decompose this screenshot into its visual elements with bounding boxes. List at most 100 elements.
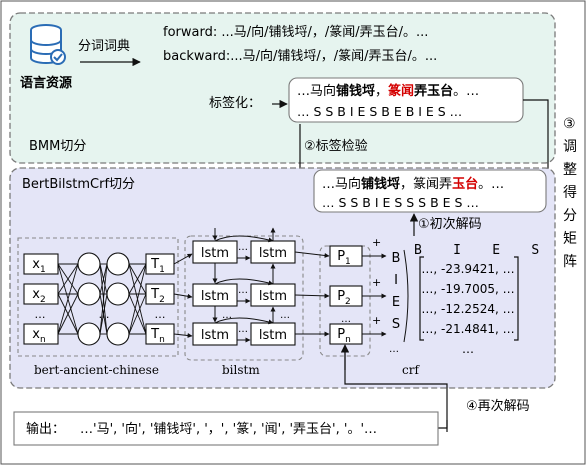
prob-label-sub: 1	[345, 257, 351, 267]
bert-edge	[99, 293, 108, 335]
plus-sign: +	[372, 314, 381, 327]
input-token-label: xn	[32, 327, 45, 345]
lstm-skip-arrow	[214, 317, 274, 325]
prob-label: P1	[337, 249, 351, 267]
lstm-dots: …	[280, 310, 290, 321]
tag-label: 标签化：	[209, 95, 261, 111]
step3-char: 分	[563, 208, 577, 224]
input-token-label-base: x	[32, 257, 40, 272]
matrix-row: …	[462, 342, 474, 356]
matrix-header: B I E S	[414, 243, 539, 258]
prob-label: P2	[337, 289, 351, 307]
lstm-backward-label: lstm	[259, 246, 287, 261]
prob-input-arrow	[294, 251, 330, 258]
lstm-input-arrow	[173, 333, 193, 338]
tag-column-letter: I	[394, 273, 398, 288]
prob-label-base: P	[337, 327, 345, 342]
input-token-label: x2	[32, 287, 45, 305]
lstm-dots: …	[238, 242, 248, 253]
rich-text-part: 篆闻	[388, 83, 414, 99]
lstm-forward-label: lstm	[201, 289, 229, 304]
lstm-dots: …	[238, 324, 248, 335]
step3-char: 矩	[563, 231, 577, 247]
matrix-rows: …, -23.9421, ……, -19.7005, ……, -12.2524,…	[421, 262, 514, 356]
bert-edge	[99, 263, 108, 335]
bert-dots: …	[35, 308, 46, 321]
lstm-skip-arrow	[214, 278, 274, 286]
bert-edge	[128, 293, 147, 335]
prob-label-base: P	[337, 289, 345, 304]
rich-text-part: ，篆闻	[400, 176, 439, 192]
input-token-label-sub: n	[40, 335, 46, 345]
matrix-row: …, -23.9421, …	[421, 262, 514, 276]
rich-text-part: 弄玉台	[413, 83, 453, 99]
tag-column-letter: E	[392, 295, 400, 310]
step3-char: 调	[563, 139, 577, 155]
dict-label: 分词词典	[78, 39, 130, 54]
bert-node	[106, 252, 130, 276]
step4-label: ④再次解码	[466, 398, 530, 414]
lstm-dots: …	[222, 310, 232, 321]
tag-column-letter: B	[392, 251, 401, 266]
bert-edge	[57, 263, 79, 335]
step3-char: 阵	[563, 254, 577, 270]
prob-label: Pn	[337, 327, 351, 345]
step2-label: ②标签检验	[304, 138, 368, 154]
rich-text-part: 。…	[478, 177, 504, 192]
tag-box-line1: …马向铺钱埒，篆闻弄玉台。…	[297, 83, 479, 99]
rich-text-part: 铺钱埒	[336, 83, 375, 99]
bert-node	[77, 252, 101, 276]
check-box-line1: …马向铺钱埒，篆闻弄玉台。…	[322, 176, 504, 192]
prob-label-sub: n	[345, 335, 351, 345]
bert-connections	[57, 263, 147, 335]
bert-node	[77, 282, 101, 306]
tag-dots: …	[389, 344, 399, 355]
lstm-backward-label: lstm	[259, 328, 287, 343]
input-box	[23, 253, 59, 275]
check-box-line2: … S S B I E S S S B E S …	[322, 195, 479, 210]
plus-sign: +	[372, 236, 381, 249]
tag-column-letter: S	[392, 317, 400, 332]
score-matrix	[419, 256, 519, 341]
tag-brace	[403, 249, 409, 343]
input-token-label-sub: 1	[40, 265, 46, 275]
rich-text-part: 弄	[439, 177, 452, 192]
bmm-section-label: BMM切分	[29, 139, 86, 154]
matrix-row: …, -21.4841, …	[421, 322, 514, 336]
lstm-input-arrow	[173, 253, 193, 265]
rich-text-part: 铺钱埒	[361, 176, 400, 192]
transformer-output-label-base: T	[150, 257, 159, 272]
bert-node	[106, 282, 130, 306]
transformer-output-label-sub: 1	[159, 265, 165, 275]
prob-layer: P1+P2+Pn+……	[294, 236, 399, 355]
lstm-skip-arrow	[214, 235, 274, 243]
rich-text-part: …马向	[322, 176, 361, 192]
bert-edge	[128, 263, 147, 295]
transformer-output-label: T2	[150, 287, 165, 305]
bert-group	[17, 237, 179, 357]
bert-node	[106, 322, 130, 346]
input-token-label: x1	[32, 257, 45, 275]
bert-label: bert-ancient-chinese	[34, 363, 159, 377]
prob-label-base: P	[337, 249, 345, 264]
resource-label: 语言资源	[20, 75, 72, 91]
bert-edge	[57, 263, 79, 295]
lstm-dots: …	[238, 285, 248, 296]
forward-line: forward: ...马/向/铺钱埒/，/篆闻/弄玉台/。...	[163, 24, 428, 40]
rich-text-part: 玉台	[452, 176, 478, 192]
tag-box-line2: … S S B I E S B E B I E S …	[297, 104, 462, 119]
output-value: …'马', '向', '铺钱埒', '，', '篆', '闻', '弄玉台', …	[80, 421, 377, 437]
backward-line: backward:...马/向/铺钱埒/，/篆闻/弄玉台/。...	[163, 48, 437, 64]
transformer-output-label: Tn	[150, 327, 165, 345]
prob-input-arrow	[294, 293, 330, 299]
step3-char: 得	[563, 184, 577, 201]
input-box	[23, 283, 59, 305]
input-token-label-base: x	[32, 287, 40, 302]
plus-sign: +	[372, 276, 381, 289]
bert-edge	[128, 263, 147, 335]
